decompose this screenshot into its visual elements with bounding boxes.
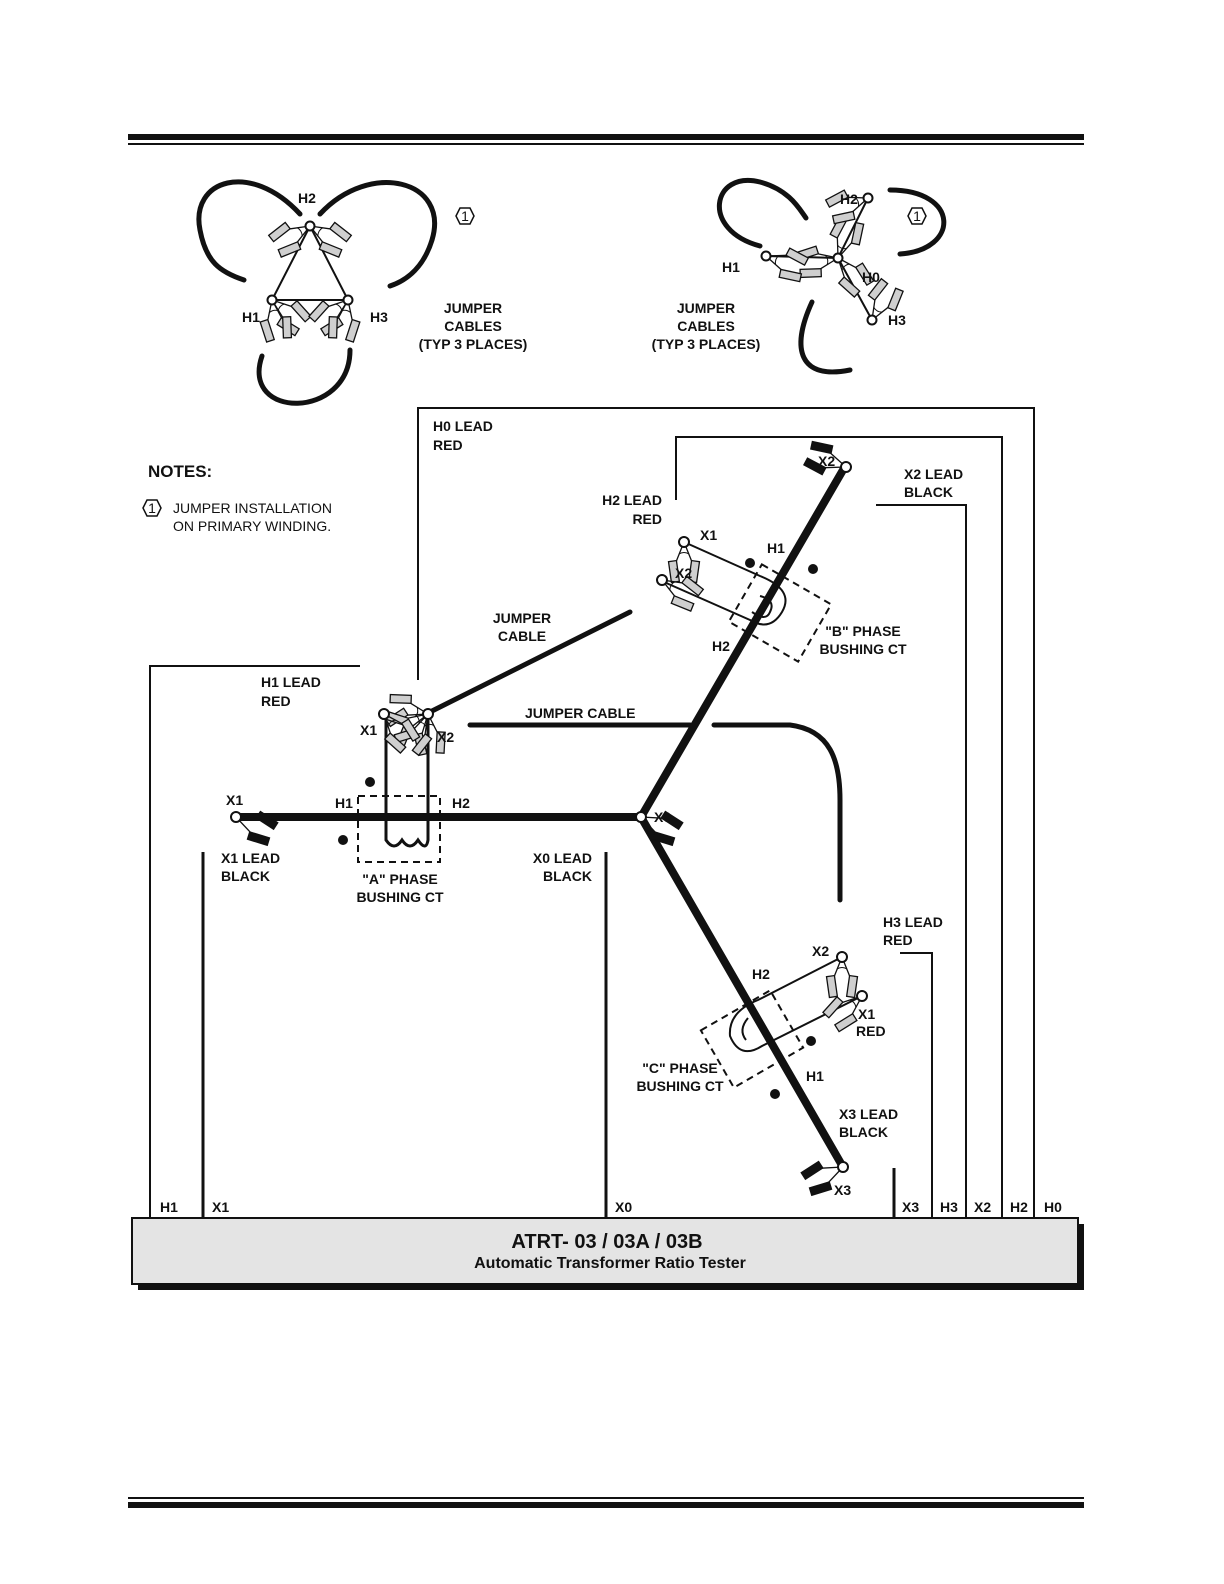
terminal-x3: X3 <box>902 1199 919 1215</box>
bus-x2-label: X2 <box>818 453 835 469</box>
note-marker-number: 1 <box>148 500 156 516</box>
wye-h0-label: H0 <box>862 269 880 285</box>
instrument-terminals: H1 X1 X0 X3 H3 X2 H2 H0 <box>160 1199 1062 1215</box>
wye-h1-label: H1 <box>722 259 740 275</box>
delta-h3-node <box>342 294 354 306</box>
h3-lead-label: H3 LEAD <box>883 914 943 930</box>
note-line-1: JUMPER INSTALLATION <box>173 500 332 516</box>
delta-h1-label: H1 <box>242 309 260 325</box>
wye-h0-node <box>832 252 844 264</box>
ct-c-x1-label: X1 <box>858 1006 875 1022</box>
instrument-subtitle: Automatic Transformer Ratio Tester <box>474 1255 746 1272</box>
h0-lead-label: H0 LEAD <box>433 418 493 434</box>
h2-lead-color: RED <box>632 511 662 527</box>
delta-caption-2: CABLES <box>444 318 502 334</box>
delta-h1-node <box>266 294 278 306</box>
h0-lead-color: RED <box>433 437 463 453</box>
ct-b-x1-label: X1 <box>700 527 717 543</box>
terminal-x0: X0 <box>615 1199 632 1215</box>
wye-caption-1: JUMPER <box>677 300 735 316</box>
ct-b-x2-label: X2 <box>675 565 692 581</box>
delta-note-marker: 1 <box>455 207 475 225</box>
ct-a-title-1: "A" PHASE <box>362 871 438 887</box>
svg-text:1: 1 <box>461 208 469 224</box>
wye-caption-2: CABLES <box>677 318 735 334</box>
bushing-ct-b: H1 H2 "B" PHASE BUSHING CT <box>712 540 907 663</box>
wye-note-marker: 1 <box>907 207 927 225</box>
upper-jumper-label-2: CABLE <box>498 628 546 644</box>
h2-lead-label: H2 LEAD <box>602 492 662 508</box>
terminal-x2: X2 <box>974 1199 991 1215</box>
terminal-h2: H2 <box>1010 1199 1028 1215</box>
x1-lead-label: X1 LEAD <box>221 850 280 866</box>
notes-title: NOTES: <box>148 462 212 481</box>
ct-c-x2-label: X2 <box>812 943 829 959</box>
ct-wiring <box>384 541 863 1053</box>
ct-a-h2-label: H2 <box>452 795 470 811</box>
x0-lead-label: X0 LEAD <box>533 850 592 866</box>
svg-text:1: 1 <box>913 208 921 224</box>
ct-b-h1-label: H1 <box>767 540 785 556</box>
ct-c-x1-color: RED <box>856 1023 886 1039</box>
bushing-ct-a: H1 H2 "A" PHASE BUSHING CT <box>335 777 470 905</box>
h3-lead-color: RED <box>883 932 913 948</box>
x3-lead-label: X3 LEAD <box>839 1106 898 1122</box>
wye-h1-node <box>760 250 772 262</box>
x3-lead-color: BLACK <box>839 1124 888 1140</box>
wye-jumper-sketch: H2 H1 H0 H3 1 JUMPER CABLES (TYP 3 PLACE… <box>652 177 947 375</box>
ct-c-h1-label: H1 <box>806 1068 824 1084</box>
bus-x3-label: X3 <box>834 1182 851 1198</box>
ct-c-title-1: "C" PHASE <box>642 1060 718 1076</box>
wye-h2-label: H2 <box>840 191 858 207</box>
x2-lead-label: X2 LEAD <box>904 466 963 482</box>
delta-h3-label: H3 <box>370 309 388 325</box>
ct-a-h1-label: H1 <box>335 795 353 811</box>
terminal-h1: H1 <box>160 1199 178 1215</box>
terminal-x1: X1 <box>212 1199 229 1215</box>
delta-jumper-sketch: H2 H1 H3 1 JUMPER CABLES (TYP 3 PLACES) <box>196 179 528 406</box>
top-rule <box>128 134 1084 145</box>
note-line-2: ON PRIMARY WINDING. <box>173 518 331 534</box>
x2-lead-color: BLACK <box>904 484 953 500</box>
ct-c-title-2: BUSHING CT <box>636 1078 724 1094</box>
instrument-title: ATRT- 03 / 03A / 03B <box>511 1231 702 1253</box>
delta-caption-3: (TYP 3 PLACES) <box>419 336 528 352</box>
terminal-h3: H3 <box>940 1199 958 1215</box>
main-bus <box>232 466 847 1171</box>
wye-caption-3: (TYP 3 PLACES) <box>652 336 761 352</box>
wye-h3-label: H3 <box>888 312 906 328</box>
h1-lead-color: RED <box>261 693 291 709</box>
lead-wires <box>149 407 1035 1218</box>
ct-a-x1-label: X1 <box>360 722 377 738</box>
lower-jumper-label: JUMPER CABLE <box>525 705 635 721</box>
ct-a-x2-label: X2 <box>437 729 454 745</box>
bus-x1-label: X1 <box>226 792 243 808</box>
upper-jumper-label-1: JUMPER <box>493 610 551 626</box>
wye-h3-node <box>866 314 878 326</box>
connection-nodes <box>230 461 868 1173</box>
bottom-rule <box>128 1497 1084 1508</box>
terminal-h0: H0 <box>1044 1199 1062 1215</box>
ct-b-title-1: "B" PHASE <box>825 623 901 639</box>
ct-c-h2-label: H2 <box>752 966 770 982</box>
h1-lead-label: H1 LEAD <box>261 674 321 690</box>
x0-lead-color: BLACK <box>543 868 592 884</box>
ct-a-title-2: BUSHING CT <box>356 889 444 905</box>
wye-h2-node <box>862 192 874 204</box>
delta-h2-node <box>304 220 316 232</box>
ct-b-title-2: BUSHING CT <box>819 641 907 657</box>
bushing-ct-c: H2 H1 "C" PHASE BUSHING CT <box>636 966 824 1099</box>
diagram-labels: H0 LEAD RED H2 LEAD RED X1 X2 X2 X2 LEAD… <box>221 418 963 1198</box>
bus-x0-label: X0 <box>654 809 671 825</box>
note-marker <box>142 499 162 517</box>
delta-caption-1: JUMPER <box>444 300 502 316</box>
notes-block: NOTES: 1 JUMPER INSTALLATION ON PRIMARY … <box>142 462 332 534</box>
ct-b-h2-label: H2 <box>712 638 730 654</box>
instrument-panel: ATRT- 03 / 03A / 03B Automatic Transform… <box>131 1217 1084 1290</box>
x1-lead-color: BLACK <box>221 868 270 884</box>
delta-h2-label: H2 <box>298 190 316 206</box>
